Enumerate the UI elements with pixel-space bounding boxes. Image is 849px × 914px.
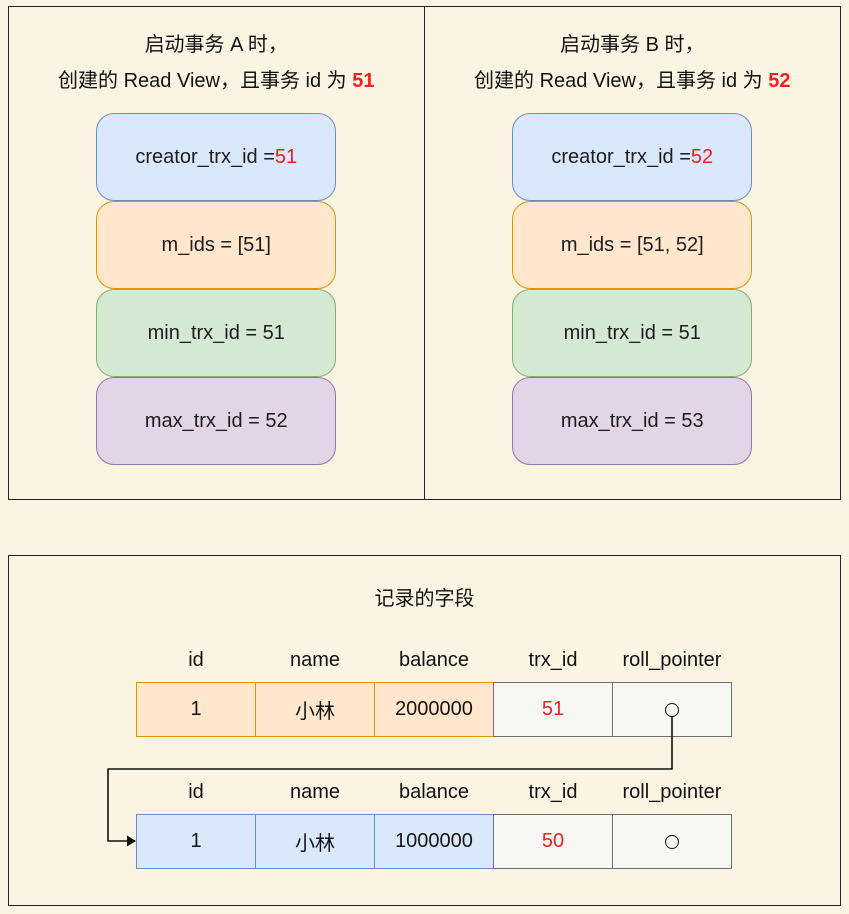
- m-ids-text: m_ids = [51]: [161, 233, 271, 256]
- panel-b-title-line1: 启动事务 B 时，: [425, 27, 841, 63]
- max-trx-id-text: max_trx_id = 53: [560, 409, 704, 432]
- column-header-balance: balance: [398, 781, 470, 803]
- panel-a-title: 启动事务 A 时， 创建的 Read View，且事务 id 为 51: [9, 27, 424, 99]
- creator-trx-id-value: 51: [274, 145, 298, 168]
- column-header-trx-id: trx_id: [528, 649, 578, 671]
- panel-b-title-line2: 创建的 Read View，且事务 id 为 52: [425, 63, 841, 99]
- column-header-name: name: [289, 649, 341, 671]
- panel-a-title-line2-text: 创建的 Read View，且事务 id 为: [58, 70, 353, 92]
- panel-b-readview-stack: creator_trx_id = 52 m_ids = [51, 52] min…: [512, 113, 753, 465]
- cell-trx-id: 51: [493, 682, 613, 737]
- creator-trx-id-label: creator_trx_id =: [135, 145, 275, 168]
- column-header-id: id: [188, 781, 204, 803]
- record-fields-box: 记录的字段 id name balance trx_id roll_pointe…: [8, 555, 841, 906]
- creator-trx-id-label: creator_trx_id =: [551, 145, 691, 168]
- min-trx-id-text: min_trx_id = 51: [147, 321, 285, 344]
- column-header-roll-pointer: roll_pointer: [622, 781, 722, 803]
- cell-balance: 2000000: [374, 682, 494, 737]
- record-table-undo: id name balance trx_id roll_pointer 1 小林…: [136, 778, 736, 869]
- creator-trx-id-box: creator_trx_id = 52: [512, 113, 753, 201]
- m-ids-box: m_ids = [51, 52]: [512, 201, 753, 289]
- roll-pointer-icon: [665, 834, 679, 849]
- cell-roll-pointer: [612, 682, 732, 737]
- max-trx-id-box: max_trx_id = 52: [96, 377, 337, 465]
- m-ids-box: m_ids = [51]: [96, 201, 337, 289]
- panel-b-title-trx-id: 52: [768, 70, 791, 92]
- record-row-current: 1 小林 2000000 51: [136, 682, 736, 737]
- read-view-comparison-box: 启动事务 A 时， 创建的 Read View，且事务 id 为 51 crea…: [8, 6, 841, 500]
- panel-b-title-line2-text: 创建的 Read View，且事务 id 为: [474, 70, 769, 92]
- panel-b-title: 启动事务 B 时， 创建的 Read View，且事务 id 为 52: [425, 27, 841, 99]
- cell-trx-id: 50: [493, 814, 613, 869]
- column-header-name: name: [289, 781, 341, 803]
- cell-id: 1: [136, 814, 256, 869]
- min-trx-id-text: min_trx_id = 51: [563, 321, 701, 344]
- column-header-roll-pointer: roll_pointer: [622, 649, 722, 671]
- m-ids-text: m_ids = [51, 52]: [560, 233, 704, 256]
- creator-trx-id-box: creator_trx_id = 51: [96, 113, 337, 201]
- max-trx-id-box: max_trx_id = 53: [512, 377, 753, 465]
- cell-balance: 1000000: [374, 814, 494, 869]
- cell-roll-pointer: [612, 814, 732, 869]
- cell-name: 小林: [255, 814, 375, 869]
- creator-trx-id-value: 52: [690, 145, 714, 168]
- record-table-current: id name balance trx_id roll_pointer 1 小林…: [136, 646, 736, 737]
- panel-b-title-line1-text: 启动事务 B 时，: [560, 34, 705, 56]
- record-table-current-header: id name balance trx_id roll_pointer: [136, 646, 736, 682]
- panel-a-title-line1: 启动事务 A 时，: [9, 27, 424, 63]
- panel-read-view-a: 启动事务 A 时， 创建的 Read View，且事务 id 为 51 crea…: [9, 7, 425, 499]
- column-header-balance: balance: [398, 649, 470, 671]
- trx-id-value: 51: [541, 698, 565, 720]
- record-fields-title: 记录的字段: [374, 588, 475, 610]
- record-table-undo-header: id name balance trx_id roll_pointer: [136, 778, 736, 814]
- trx-id-value: 50: [541, 830, 565, 852]
- panel-a-title-line2: 创建的 Read View，且事务 id 为 51: [9, 63, 424, 99]
- panel-a-title-line1-text: 启动事务 A 时，: [144, 34, 288, 56]
- panel-a-readview-stack: creator_trx_id = 51 m_ids = [51] min_trx…: [96, 113, 337, 465]
- cell-id: 1: [136, 682, 256, 737]
- roll-pointer-icon: [665, 702, 679, 717]
- max-trx-id-text: max_trx_id = 52: [144, 409, 288, 432]
- min-trx-id-box: min_trx_id = 51: [512, 289, 753, 377]
- record-row-undo: 1 小林 1000000 50: [136, 814, 736, 869]
- cell-name: 小林: [255, 682, 375, 737]
- column-header-id: id: [188, 649, 204, 671]
- min-trx-id-box: min_trx_id = 51: [96, 289, 337, 377]
- panel-read-view-b: 启动事务 B 时， 创建的 Read View，且事务 id 为 52 crea…: [425, 7, 841, 499]
- panel-a-title-trx-id: 51: [352, 70, 375, 92]
- column-header-trx-id: trx_id: [528, 781, 578, 803]
